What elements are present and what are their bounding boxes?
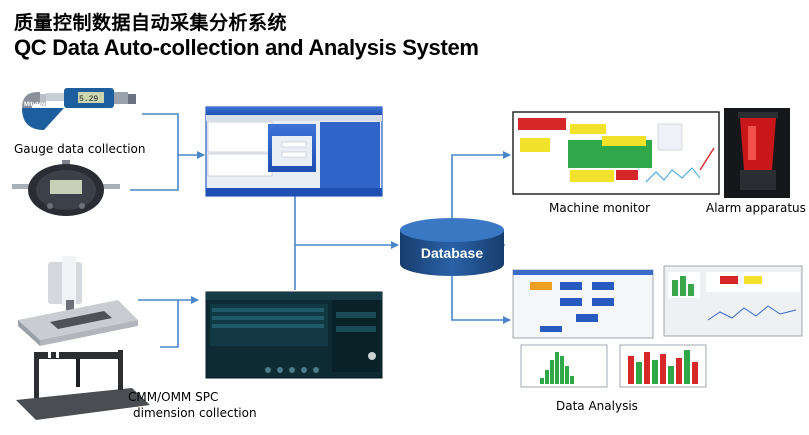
dimension-collection-label: dimension collection	[133, 406, 257, 420]
alarm-apparatus-label: Alarm apparatus	[706, 201, 806, 215]
analysis-barchart-screenshot	[619, 344, 707, 388]
analysis-spc-screenshot	[663, 265, 803, 337]
dial-indicator-illustration	[12, 160, 120, 216]
micrometer-illustration: 5.29	[22, 88, 136, 130]
data-analysis-label: Data Analysis	[556, 399, 638, 413]
analysis-histogram-screenshot	[520, 344, 608, 388]
vision-measuring-machine-illustration	[18, 256, 138, 346]
micrometer-brand: Mitutoyo	[24, 102, 49, 108]
gauge-data-collection-label: Gauge data collection	[14, 142, 146, 156]
analysis-flowchart-screenshot	[512, 269, 654, 339]
title-chinese: 质量控制数据自动采集分析系统	[14, 12, 288, 34]
gauge-software-window	[205, 106, 383, 197]
machine-monitor-label: Machine monitor	[549, 201, 650, 215]
cmm-spc-label: CMM/OMM SPC	[128, 390, 219, 404]
database-label: Database	[421, 245, 483, 261]
machine-monitor-screenshot	[512, 111, 720, 195]
spc-software-window	[205, 291, 383, 379]
title-english: QC Data Auto-collection and Analysis Sys…	[14, 35, 479, 60]
database-cylinder: Database	[400, 218, 504, 276]
cmm-illustration	[16, 350, 150, 420]
alarm-light-illustration	[724, 108, 790, 198]
micrometer-reading: 5.29	[79, 95, 98, 104]
